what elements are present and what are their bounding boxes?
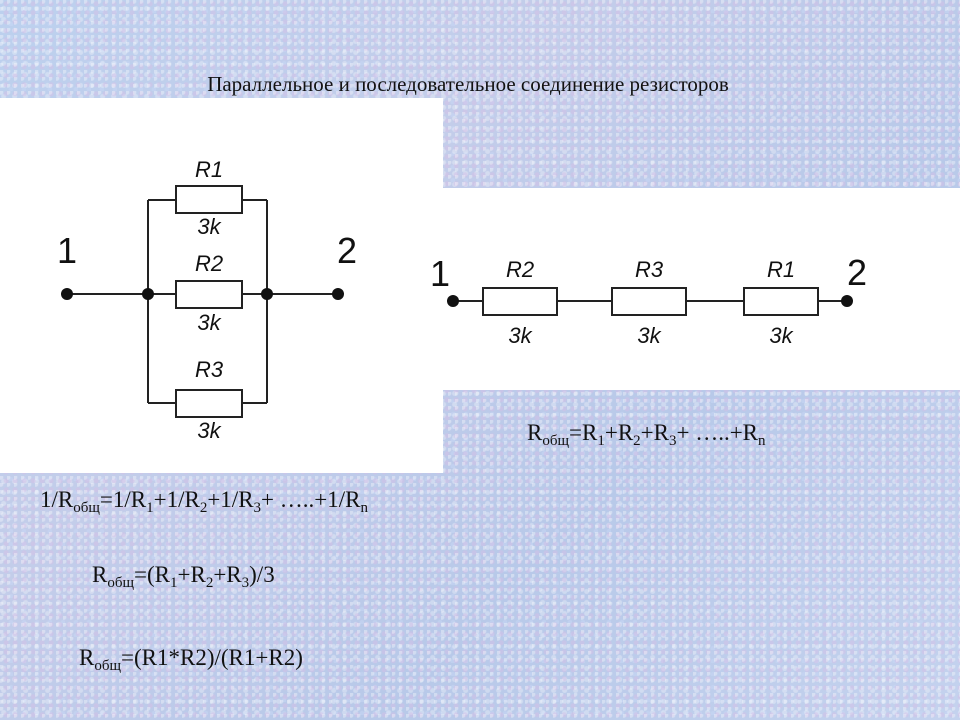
junction-node-left (142, 288, 154, 300)
three-formula-sub-1: 1 (170, 575, 178, 591)
two-formula-r: R (79, 645, 95, 670)
parallel-circuit-diagram: 1 2 R1 3k R2 3k R3 3k (57, 157, 357, 443)
two-resistor-formula: Rобщ=(R1*R2)/(R1+R2) (79, 645, 303, 675)
series-circuit-panel: 1 2 R2 3k R3 3k R1 3k (430, 188, 960, 390)
series-formula-sub-3: 3 (668, 433, 677, 449)
three-formula-sub-total: общ (107, 575, 135, 591)
series-formula-eq: =R (569, 420, 598, 445)
series-node-label-1: 1 (430, 253, 450, 294)
parallel-formula-lead: 1/R (40, 487, 74, 512)
parallel-circuit-panel: 1 2 R1 3k R2 3k R3 3k (0, 98, 443, 473)
series-formula-sub-total: общ (542, 433, 570, 449)
parallel-formula-sub-total: общ (73, 500, 100, 516)
parallel-formula-sub-n: n (360, 500, 368, 516)
series-formula-plus-2: +R (640, 420, 669, 445)
series-circuit-diagram: 1 2 R2 3k R3 3k R1 3k (430, 252, 867, 348)
three-formula-r: R (92, 562, 108, 587)
series-formula-sub-1: 1 (597, 433, 605, 449)
parallel-formula-sub-3: 3 (253, 500, 262, 516)
resistor-r2-value: 3k (197, 310, 221, 335)
two-formula-rest: =(R1*R2)/(R1+R2) (121, 645, 303, 670)
parallel-formula-tail: + …..+1/R (261, 487, 361, 512)
three-formula-plus-2: +R (213, 562, 242, 587)
resistor-r2 (175, 280, 243, 309)
slide-title: Параллельное и последовательное соединен… (207, 72, 729, 96)
series-node-label-2: 2 (847, 252, 867, 293)
resistor-r3-value: 3k (197, 418, 221, 443)
series-resistor-r3-name: R3 (635, 257, 664, 282)
resistor-r2-name: R2 (195, 251, 223, 276)
parallel-formula-plus-2: +1/R (207, 487, 254, 512)
parallel-formula-eq: =1/R (99, 487, 147, 512)
terminal-node-1 (61, 288, 73, 300)
series-formula-plus-1: +R (604, 420, 634, 445)
two-formula-sub-total: общ (94, 658, 122, 674)
parallel-formula: 1/Rобщ=1/R1+1/R2+1/R3+ …..+1/Rn (40, 487, 368, 517)
three-formula-tail: )/3 (249, 562, 275, 587)
series-formula: Rобщ=R1+R2+R3+ …..+Rn (527, 420, 766, 450)
resistor-r1 (175, 185, 243, 214)
series-terminal-node-1 (447, 295, 459, 307)
parallel-formula-plus-1: +1/R (153, 487, 200, 512)
series-resistor-r1-value: 3k (769, 323, 793, 348)
resistor-r3-name: R3 (195, 357, 224, 382)
three-formula-plus-1: +R (177, 562, 206, 587)
three-formula-eq: =(R (134, 562, 171, 587)
series-formula-r: R (527, 420, 543, 445)
series-formula-tail: + …..+R (676, 420, 759, 445)
node-label-2: 2 (337, 230, 357, 271)
series-formula-sub-n: n (758, 433, 766, 449)
series-resistor-r3-value: 3k (637, 323, 661, 348)
parallel-formula-sub-1: 1 (146, 500, 154, 516)
three-equal-formula: Rобщ=(R1+R2+R3)/3 (92, 562, 275, 592)
three-formula-sub-2: 2 (205, 575, 214, 591)
series-resistor-r1-name: R1 (767, 257, 795, 282)
node-label-1: 1 (57, 230, 77, 271)
series-resistor-r3 (611, 287, 687, 316)
resistor-r3 (175, 389, 243, 418)
series-resistor-r1 (743, 287, 819, 316)
series-resistor-r2 (482, 287, 558, 316)
resistor-r1-value: 3k (197, 214, 221, 239)
series-resistor-r2-name: R2 (506, 257, 534, 282)
series-terminal-node-2 (841, 295, 853, 307)
three-formula-sub-3: 3 (241, 575, 250, 591)
series-resistor-r2-value: 3k (508, 323, 532, 348)
series-formula-sub-2: 2 (633, 433, 641, 449)
parallel-formula-sub-2: 2 (199, 500, 208, 516)
resistor-r1-name: R1 (195, 157, 223, 182)
junction-node-right (261, 288, 273, 300)
terminal-node-2 (332, 288, 344, 300)
